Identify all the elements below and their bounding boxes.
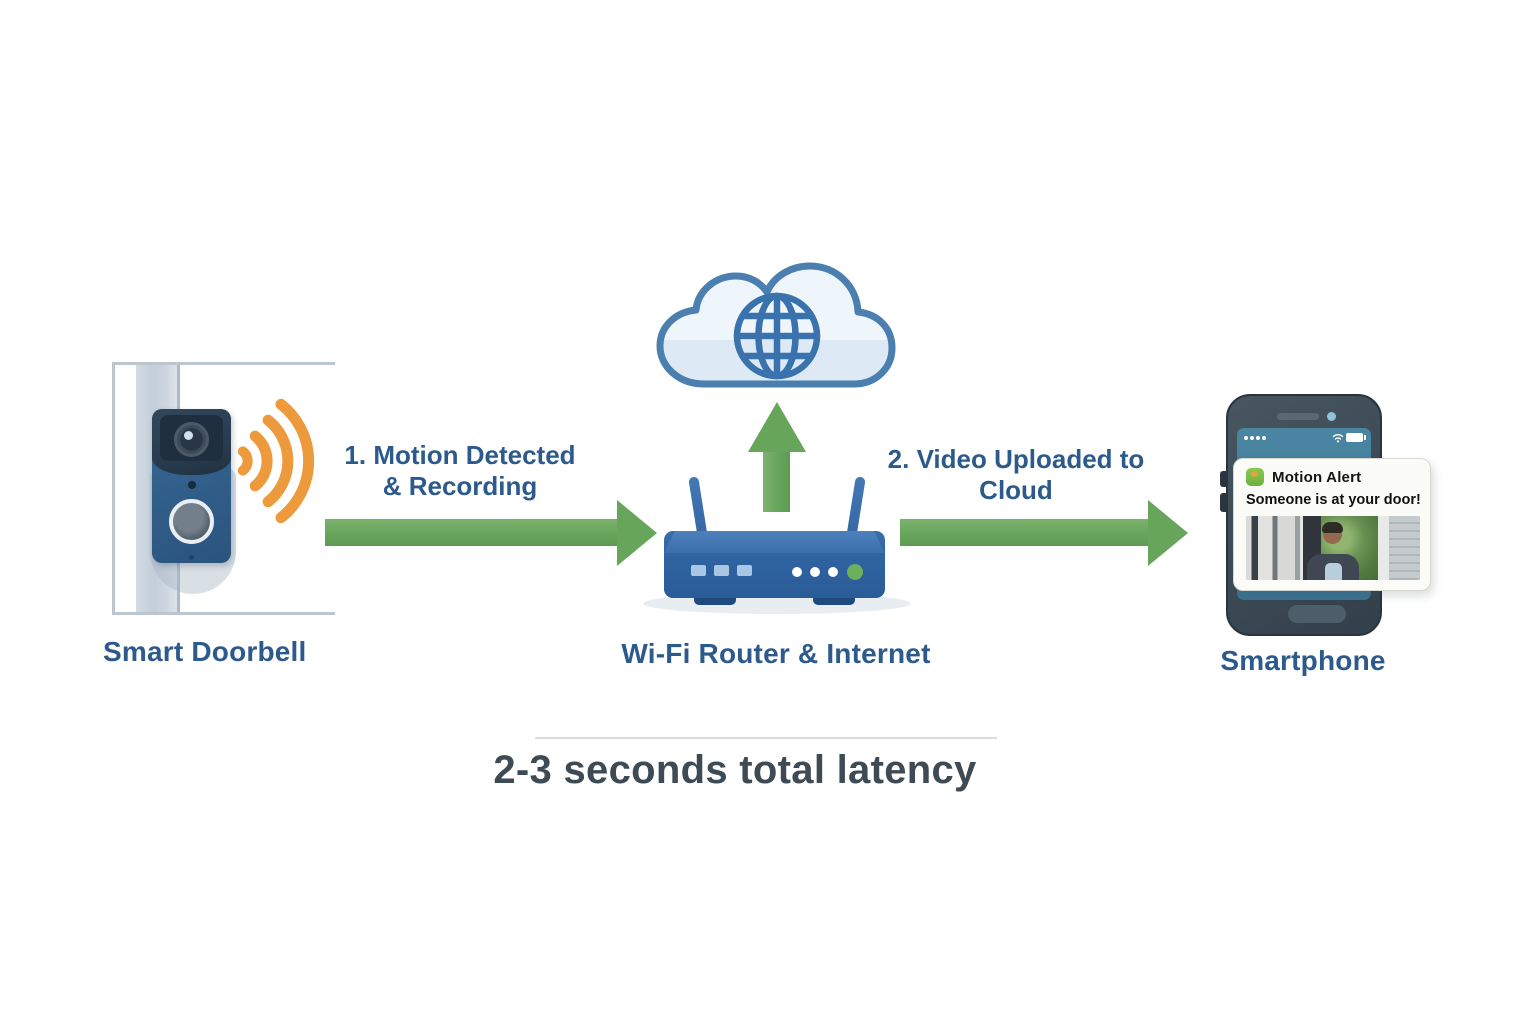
smart-doorbell-device bbox=[152, 409, 231, 563]
doorbell-camera-lens bbox=[174, 422, 209, 457]
wifi-waves-icon bbox=[237, 398, 315, 524]
battery-icon bbox=[1346, 433, 1363, 442]
latency-divider bbox=[535, 737, 997, 739]
router-port-light-1 bbox=[691, 565, 706, 576]
doorbell-led bbox=[189, 555, 194, 560]
router-top-face bbox=[664, 531, 885, 553]
doorbell-camera-section bbox=[152, 409, 231, 475]
router-port-light-3 bbox=[737, 565, 752, 576]
motion-alert-app-icon bbox=[1246, 468, 1264, 486]
router-device bbox=[664, 531, 885, 598]
step2-label: 2. Video Uploaded to Cloud bbox=[860, 444, 1172, 506]
router-foot-left bbox=[694, 595, 736, 605]
router-led-1 bbox=[792, 567, 802, 577]
smart-doorbell-label: Smart Doorbell bbox=[103, 636, 307, 667]
phone-front-camera bbox=[1327, 412, 1336, 421]
router-led-3 bbox=[828, 567, 838, 577]
wifi-status-icon bbox=[1332, 434, 1344, 443]
photo-door-edge bbox=[1378, 516, 1389, 580]
notification-photo bbox=[1246, 516, 1420, 580]
photo-interior bbox=[1246, 516, 1309, 580]
phone-speaker bbox=[1277, 413, 1319, 420]
router-led-green bbox=[847, 564, 863, 580]
person-shirt bbox=[1325, 563, 1342, 580]
step1-line2: & Recording bbox=[382, 471, 538, 501]
step1-line1: 1. Motion Detected bbox=[344, 440, 576, 470]
cloud-internet-icon bbox=[656, 262, 896, 388]
lens-highlight bbox=[184, 431, 193, 440]
doorbell-motion-sensor bbox=[188, 481, 196, 489]
router-label: Wi-Fi Router & Internet bbox=[621, 638, 931, 669]
notification-card: Motion Alert Someone is at your door! bbox=[1233, 458, 1431, 591]
step2-line1: 2. Video Uploaded to Cloud bbox=[887, 444, 1145, 505]
doorbell-button bbox=[169, 499, 214, 544]
router-port-light-2 bbox=[714, 565, 729, 576]
person-hair bbox=[1322, 522, 1343, 533]
phone-volume-up-button bbox=[1220, 471, 1227, 487]
photo-wall-siding bbox=[1388, 516, 1420, 580]
globe-icon bbox=[733, 292, 821, 380]
step1-label: 1. Motion Detected & Recording bbox=[340, 440, 580, 502]
notification-body: Someone is at your door! bbox=[1246, 492, 1421, 508]
battery-nub bbox=[1364, 435, 1366, 440]
router-led-2 bbox=[810, 567, 820, 577]
router-foot-right bbox=[813, 595, 855, 605]
latency-label: 2-3 seconds total latency bbox=[493, 748, 977, 792]
notification-title: Motion Alert bbox=[1272, 468, 1362, 486]
smartphone-label: Smartphone bbox=[1220, 645, 1386, 676]
phone-home-button bbox=[1288, 605, 1346, 623]
phone-volume-down-button bbox=[1220, 493, 1227, 512]
